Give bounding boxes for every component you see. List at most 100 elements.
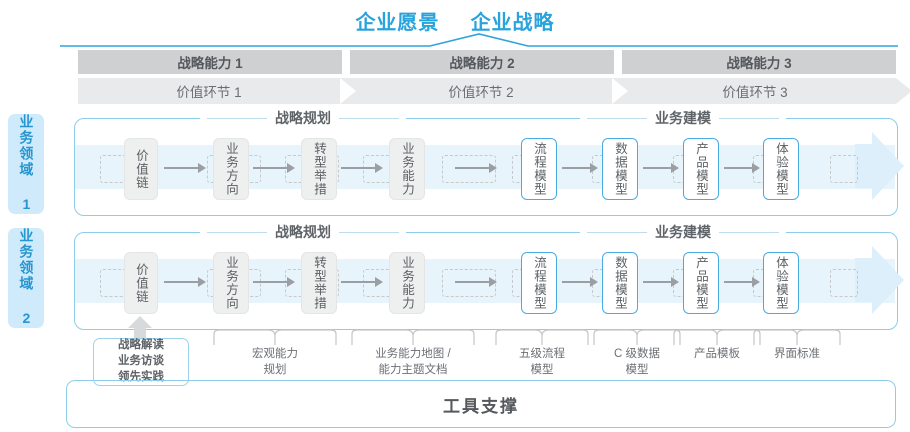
value-link-label-2: 价值环节 2 xyxy=(448,85,514,100)
annotation-line-1: 界面标准 xyxy=(774,348,820,360)
node-1-business-capability-label: 业务能力 xyxy=(400,142,414,196)
annotation-ui-standard: 界面标准 xyxy=(752,347,842,363)
rule-left-1a xyxy=(207,117,267,119)
arrow-1-2 xyxy=(253,163,295,173)
lane-1-section-label-1: 战略规划 xyxy=(275,110,331,126)
footer-label: 工具支撑 xyxy=(443,396,519,416)
node-2-business-capability-label: 业务能力 xyxy=(400,256,414,310)
arrow-head-icon xyxy=(752,163,760,173)
capability-cell-1: 战略能力 1 xyxy=(78,50,342,74)
node-1-transformation-measures-label: 转型举措 xyxy=(312,142,326,196)
capability-cell-2: 战略能力 2 xyxy=(350,50,614,74)
arrow-shaft xyxy=(562,167,590,169)
arrow-shaft xyxy=(253,281,287,283)
annotation-brace-product-template xyxy=(673,329,761,345)
arrow-shaft xyxy=(724,167,752,169)
node-2-business-capability[interactable]: 业务能力 xyxy=(389,252,425,314)
node-1-product-model[interactable]: 产品模型 xyxy=(683,138,719,200)
placeholder-2-4 xyxy=(442,269,496,297)
node-1-process-model[interactable]: 流程模型 xyxy=(521,138,557,200)
node-1-value-chain[interactable]: 价值链 xyxy=(124,138,158,200)
node-2-experience-model-label: 体验模型 xyxy=(774,256,788,310)
node-2-value-chain[interactable]: 价值链 xyxy=(124,252,158,314)
node-2-product-model[interactable]: 产品模型 xyxy=(683,252,719,314)
annotation-brace-macro-capability xyxy=(213,329,337,345)
node-1-business-capability[interactable]: 业务能力 xyxy=(389,138,425,200)
arrow-shaft xyxy=(341,281,375,283)
arrow-head-icon xyxy=(198,163,206,173)
annotation-box-strategy-interpretation: 战略解读 业务访谈 领先实践 xyxy=(93,338,189,386)
node-2-transformation-measures-label: 转型举措 xyxy=(312,256,326,310)
annotation-brace-ui-standard xyxy=(753,329,841,345)
arrow-1-4 xyxy=(455,163,497,173)
arrow-2-3 xyxy=(341,277,383,287)
node-2-process-model[interactable]: 流程模型 xyxy=(521,252,557,314)
arrow-1-1 xyxy=(164,163,206,173)
arrow-shaft xyxy=(562,281,590,283)
lane-1-section-title-1: 战略规划 xyxy=(200,110,406,126)
node-2-data-model[interactable]: 数据模型 xyxy=(602,252,638,314)
capability-label-2: 战略能力 2 xyxy=(449,56,515,71)
value-link-row: 价值环节 1 价值环节 2 价值环节 3 xyxy=(78,78,910,104)
arrow-head-icon xyxy=(375,277,383,287)
arrow-2-5 xyxy=(562,277,598,287)
arrow-2-1 xyxy=(164,277,206,287)
annotation-five-level-process-model: 五级流程 模型 xyxy=(494,347,590,378)
arrow-head-icon xyxy=(198,277,206,287)
rule-right-2b xyxy=(719,231,779,233)
node-1-data-model-label: 数据模型 xyxy=(613,142,627,196)
enterprise-vision-title: 企业愿景 xyxy=(355,12,440,34)
node-1-business-direction-label: 业务方向 xyxy=(224,142,238,196)
footer-tool-support: 工具支撑 xyxy=(66,380,896,428)
arrow-head-icon xyxy=(489,163,497,173)
annotation-line-2: 能力主题文档 xyxy=(378,363,448,376)
node-1-product-model-label: 产品模型 xyxy=(694,142,708,196)
node-1-business-direction[interactable]: 业务方向 xyxy=(213,138,249,200)
node-1-value-chain-label: 价值链 xyxy=(134,148,148,190)
arrow-shaft xyxy=(643,167,671,169)
arrow-shaft xyxy=(724,281,752,283)
lane-2-section-label-2: 业务建模 xyxy=(655,224,711,240)
capability-label-3: 战略能力 3 xyxy=(726,56,792,71)
side-label-domain-1-text: 业务领域 1 xyxy=(18,114,35,214)
strategic-capability-row: 战略能力 1 战略能力 2 战略能力 3 xyxy=(78,50,896,74)
arrow-1-5 xyxy=(562,163,598,173)
node-2-data-model-label: 数据模型 xyxy=(613,256,627,310)
lane-2-section-title-2: 业务建模 xyxy=(580,224,786,240)
lane-1-section-title-2: 业务建模 xyxy=(580,110,786,126)
arrow-2-6 xyxy=(643,277,679,287)
value-link-label-1: 价值环节 1 xyxy=(176,85,242,100)
lane-2-section-title-1: 战略规划 xyxy=(200,224,406,240)
arrow-2-4 xyxy=(455,277,497,287)
node-2-process-model-label: 流程模型 xyxy=(532,256,546,310)
rule-left-1b xyxy=(587,117,647,119)
annotation-brace-process-model xyxy=(495,329,589,345)
placeholder-1-4 xyxy=(442,155,496,183)
arrow-shaft xyxy=(341,167,375,169)
arrow-shaft xyxy=(164,167,198,169)
annotation-line-3: 领先实践 xyxy=(118,370,164,383)
value-link-band-tip xyxy=(896,78,910,104)
annotation-line-1: 宏观能力 xyxy=(252,348,298,360)
value-link-label-3: 价值环节 3 xyxy=(722,85,788,100)
lane-2-section-label-1: 战略规划 xyxy=(275,224,331,240)
value-link-band xyxy=(78,78,896,104)
node-1-transformation-measures[interactable]: 转型举措 xyxy=(301,138,337,200)
rule-right-2a xyxy=(339,231,399,233)
arrow-2-2 xyxy=(253,277,295,287)
node-2-experience-model[interactable]: 体验模型 xyxy=(763,252,799,314)
annotation-product-template: 产品模板 xyxy=(672,347,762,363)
arrow-head-icon xyxy=(752,277,760,287)
node-2-transformation-measures[interactable]: 转型举措 xyxy=(301,252,337,314)
node-1-process-model-label: 流程模型 xyxy=(532,142,546,196)
node-2-business-direction[interactable]: 业务方向 xyxy=(213,252,249,314)
node-1-experience-model[interactable]: 体验模型 xyxy=(763,138,799,200)
arrow-head-icon xyxy=(590,163,598,173)
node-1-data-model[interactable]: 数据模型 xyxy=(602,138,638,200)
value-link-cell-1: 价值环节 1 xyxy=(78,78,340,104)
lane-1-section-label-2: 业务建模 xyxy=(655,110,711,126)
arrow-head-icon xyxy=(375,163,383,173)
annotation-line-1: 业务能力地图 / xyxy=(375,348,451,360)
annotation-line-1: 战略解读 xyxy=(118,339,164,352)
annotation-line-1: C 级数据 xyxy=(614,348,660,360)
